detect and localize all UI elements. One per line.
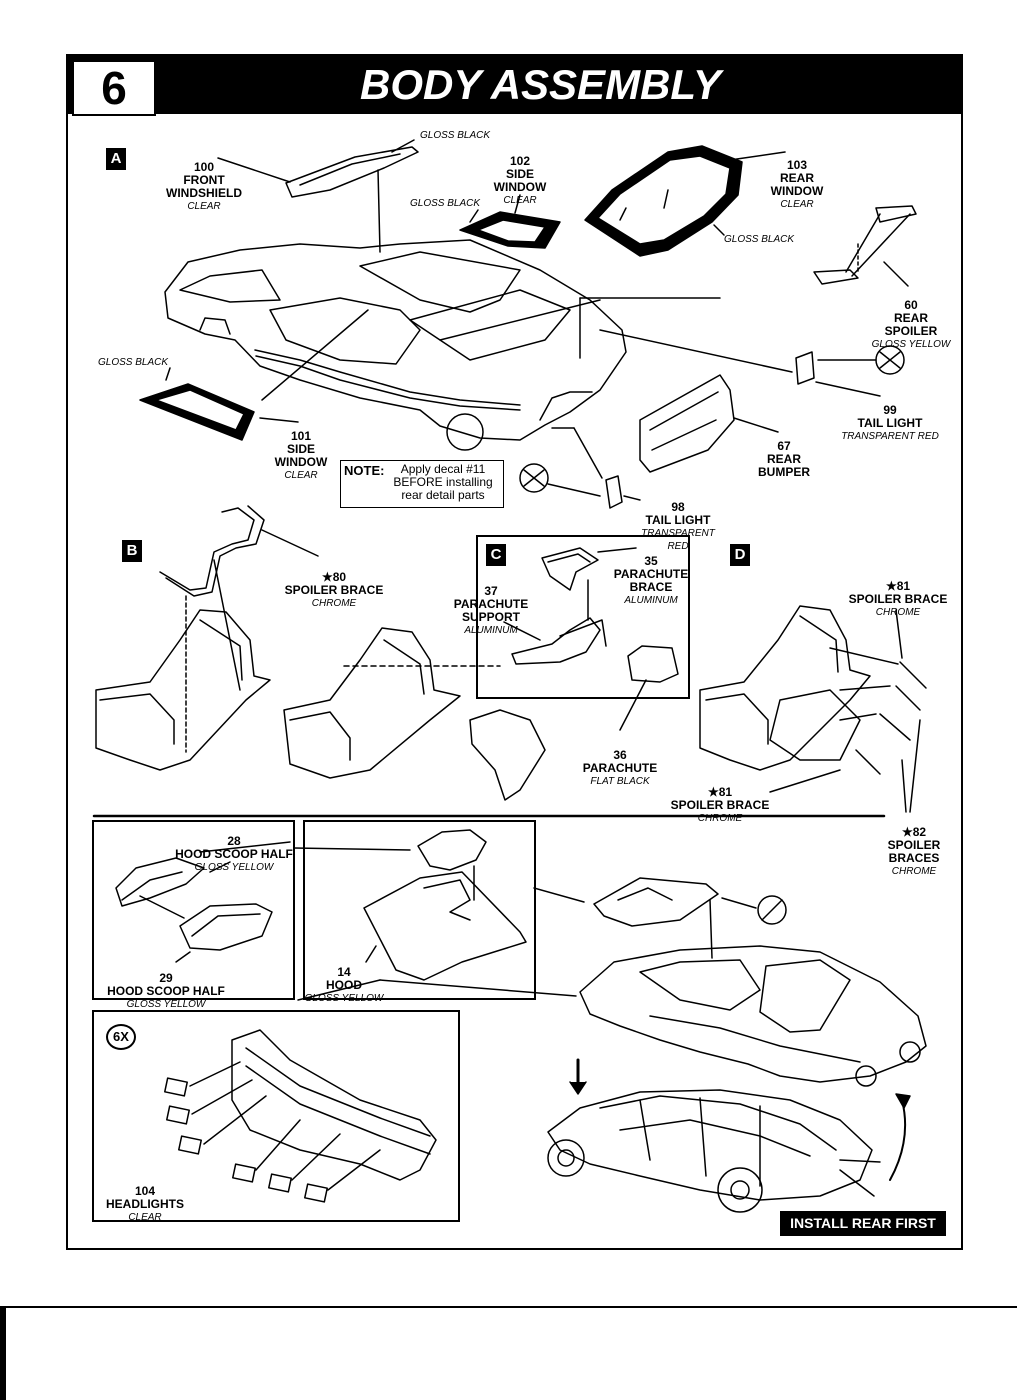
tail-light-98-drawing: [519, 463, 623, 509]
tail-light-99-drawing: [795, 345, 905, 385]
quantity-6x-badge: 6X: [106, 1024, 136, 1050]
chassis-drawing: [547, 1089, 881, 1213]
rear-bumper-drawing: [639, 374, 735, 473]
headlights-front-drawing: [231, 1029, 437, 1181]
parachute-assembly-drawing: [503, 547, 679, 683]
car-body-drawing: [164, 239, 627, 451]
headlight-lenses-drawing: [164, 1077, 328, 1203]
hood-box: [303, 820, 536, 1000]
headlights-box: [92, 1010, 460, 1222]
part-67-label: 67 REAR BUMPER: [757, 439, 810, 479]
decal-note: NOTE: Apply decal #11 BEFORE installing …: [340, 460, 504, 508]
section-c-marker: C: [486, 544, 506, 566]
section-d-marker: D: [730, 544, 750, 566]
gloss-black-callout-3: GLOSS BLACK: [724, 234, 795, 245]
not-used-icon: [757, 895, 787, 925]
step-title: BODY ASSEMBLY: [360, 61, 721, 108]
instruction-frame: [66, 54, 963, 1250]
side-window-bottom-drawing: [139, 383, 255, 441]
assembled-car-body-drawing: [579, 945, 927, 1087]
step-number: 6: [72, 60, 156, 116]
spoiler-brace-81-82-drawing: [829, 647, 927, 775]
note-text: Apply decal #11 BEFORE installing rear d…: [393, 462, 493, 502]
rear-window-drawing: [584, 145, 743, 257]
section-b-marker: B: [122, 540, 142, 562]
header-bar: [68, 56, 961, 114]
note-label: NOTE:: [344, 463, 385, 478]
rear-bumper-d-drawing: [699, 605, 871, 771]
hood-drawing: [363, 871, 527, 981]
front-windshield-drawing: [285, 146, 419, 198]
hood-scoop-29-drawing: [179, 903, 273, 951]
install-rear-first-badge: INSTALL REAR FIRST: [780, 1211, 946, 1236]
rear-spoiler-drawing: [813, 205, 917, 285]
gloss-black-callout-4: GLOSS BLACK: [98, 357, 169, 368]
section-a-marker: A: [106, 148, 126, 170]
rear-bumper-b2-drawing: [283, 627, 546, 801]
side-window-top-drawing: [459, 211, 561, 249]
gloss-black-callout-1: GLOSS BLACK: [420, 130, 491, 141]
rear-bumper-b1-drawing: [95, 609, 271, 771]
hood-small-drawing: [593, 877, 719, 927]
section-c-box: [476, 535, 690, 699]
hood-scoop-assembled-drawing: [417, 829, 487, 871]
hood-scoop-28-drawing: [115, 857, 205, 907]
page-left-edge: [0, 1306, 6, 1400]
page-bottom-rule: [0, 1306, 1017, 1308]
spoiler-brace-80-drawing: [159, 505, 265, 597]
gloss-black-callout-2: GLOSS BLACK: [410, 198, 481, 209]
hood-scoop-box: [92, 820, 295, 1000]
